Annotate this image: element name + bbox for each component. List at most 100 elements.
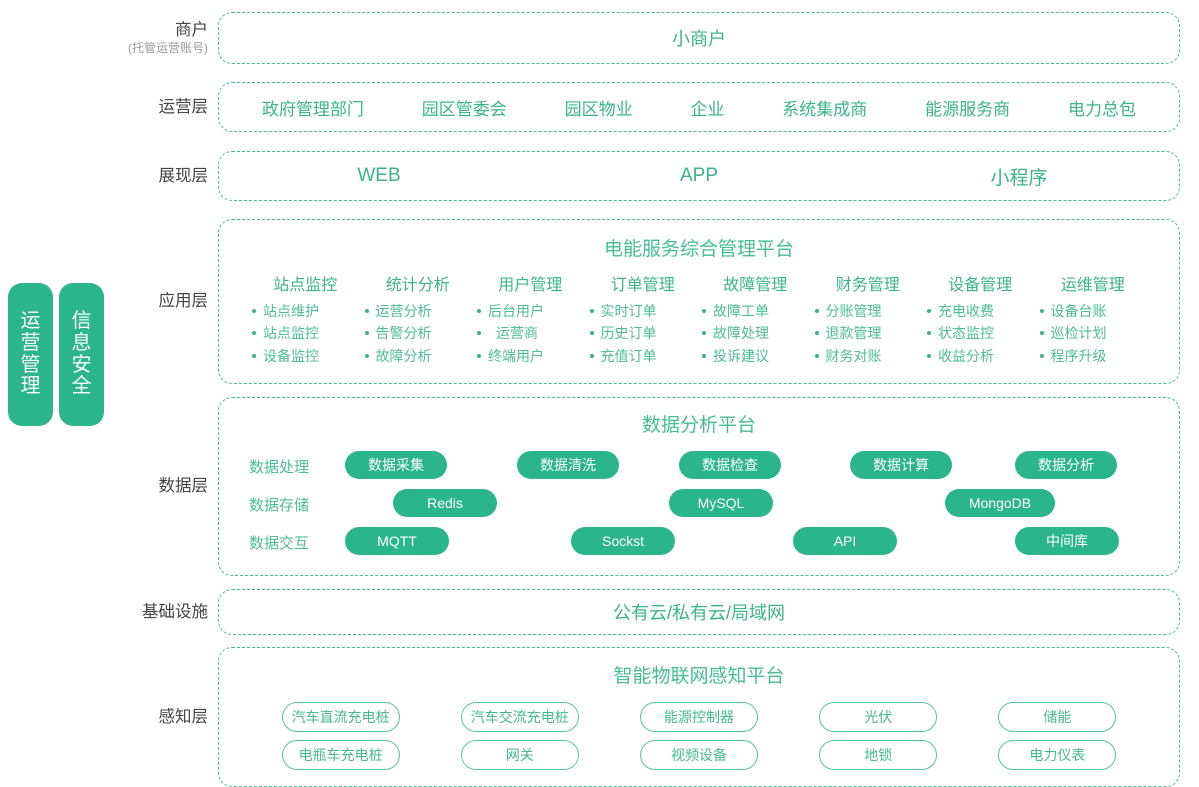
infrastructure-label: 公有云/私有云/局域网 [612, 603, 785, 624]
app-item: 后台用户 [474, 300, 587, 322]
data-pill: MongoDB [945, 489, 1055, 518]
app-item: 程序升级 [1037, 345, 1150, 367]
app-item: 故障分析 [362, 345, 475, 367]
app-column-fault-management: 故障管理 故障工单 故障处理 投诉建议 [699, 271, 812, 367]
row-application-layer: 应用层 电能服务综合管理平台 站点监控 站点维护 站点监控 设备监控 统计分析 … [0, 219, 1199, 385]
merchant-label: 小商户 [672, 29, 726, 49]
side-bar-label: 信息安全 [71, 310, 92, 398]
perception-grid: 汽车直流充电桩 电瓶车充电桩 汽车交流充电桩 网关 能源控制器 视频设备 光伏 … [235, 702, 1163, 771]
row-label-application-layer: 应用层 [0, 291, 218, 312]
app-item: 运营商 [474, 322, 587, 344]
perception-column-3: 能源控制器 视频设备 [609, 702, 788, 771]
merchant-box: 小商户 [218, 12, 1180, 64]
data-pill: 数据分析 [1015, 451, 1117, 480]
presentation-item-web: WEB [357, 165, 401, 186]
app-item: 告警分析 [362, 322, 475, 344]
data-layer-box: 数据分析平台 数据处理 数据采集 数据清洗 数据检查 数据计算 数据分析 数据存… [218, 397, 1180, 577]
row-label-infrastructure: 基础设施 [0, 602, 218, 623]
presentation-item-app: APP [679, 165, 719, 186]
perception-column-2: 汽车交流充电桩 网关 [430, 702, 609, 771]
data-track: MQTT Sockst API 中间库 [331, 523, 1149, 561]
app-column-head: 站点监控 [273, 277, 338, 294]
perception-pill-energy-controller: 能源控制器 [640, 702, 758, 733]
data-platform-title: 数据分析平台 [641, 415, 756, 437]
operation-item-power-contractor: 电力总包 [1067, 99, 1136, 119]
data-pill: 中间库 [1015, 527, 1119, 556]
data-row-storage: 数据存储 Redis MySQL MongoDB [249, 485, 1149, 523]
perception-column-5: 储能 电力仪表 [968, 702, 1147, 771]
data-track: 数据采集 数据清洗 数据检查 数据计算 数据分析 [331, 447, 1149, 485]
perception-pill-gateway: 网关 [460, 740, 579, 771]
row-label-presentation-layer: 展现层 [0, 166, 218, 187]
app-column-finance-management: 财务管理 分账管理 退款管理 财务对账 [812, 271, 925, 367]
data-pill: MQTT [345, 527, 449, 556]
side-bar-operations-management: 运营管理 [8, 283, 53, 426]
row-perception-layer: 感知层 智能物联网感知平台 汽车直流充电桩 电瓶车充电桩 汽车交流充电桩 网关 … [0, 647, 1199, 787]
app-column-head: 运维管理 [1060, 277, 1125, 294]
app-item: 站点监控 [249, 322, 362, 344]
app-column-head: 故障管理 [723, 277, 788, 294]
app-item: 故障处理 [699, 322, 812, 344]
application-layer-box: 电能服务综合管理平台 站点监控 站点维护 站点监控 设备监控 统计分析 运营分析… [218, 219, 1180, 385]
app-column-head: 设备管理 [948, 277, 1013, 294]
app-item: 充值订单 [587, 345, 700, 367]
operation-item-park-committee: 园区管委会 [421, 99, 507, 119]
data-row-processing: 数据处理 数据采集 数据清洗 数据检查 数据计算 数据分析 [249, 447, 1149, 485]
app-item: 状态监控 [924, 322, 1037, 344]
side-bars-group: 运营管理 信息安全 [8, 283, 104, 426]
row-label-data-layer: 数据层 [0, 476, 218, 497]
app-column-site-monitoring: 站点监控 站点维护 站点监控 设备监控 [249, 271, 362, 367]
app-item: 运营分析 [362, 300, 475, 322]
perception-layer-box: 智能物联网感知平台 汽车直流充电桩 电瓶车充电桩 汽车交流充电桩 网关 能源控制… [218, 647, 1180, 787]
perception-platform-title: 智能物联网感知平台 [613, 666, 785, 688]
row-label-text: 展现层 [158, 166, 209, 185]
row-label-text: 数据层 [158, 477, 209, 496]
perception-pill-ground-lock: 地锁 [819, 740, 938, 771]
operation-item-system-integrator: 系统集成商 [782, 99, 868, 119]
data-row-label: 数据处理 [249, 458, 310, 476]
row-data-layer: 数据层 数据分析平台 数据处理 数据采集 数据清洗 数据检查 数据计算 数据分析… [0, 397, 1199, 577]
app-item: 巡检计划 [1037, 322, 1150, 344]
infrastructure-box: 公有云/私有云/局域网 [218, 589, 1180, 636]
row-label-perception-layer: 感知层 [0, 707, 218, 728]
row-label-text: 感知层 [158, 707, 209, 726]
data-pill: Sockst [571, 527, 675, 556]
perception-pill-dc-charger: 汽车直流充电桩 [281, 702, 400, 733]
app-column-head: 订单管理 [610, 277, 675, 294]
perception-pill-ebike-charger: 电瓶车充电桩 [281, 740, 400, 771]
app-column-user-management: 用户管理 后台用户 运营商 终端用户 [474, 271, 587, 367]
data-track: Redis MySQL MongoDB [331, 485, 1149, 523]
perception-pill-photovoltaic: 光伏 [819, 702, 938, 733]
row-label-operation-layer: 运营层 [0, 97, 218, 118]
row-merchant: 商户 (托管运营账号) 小商户 [0, 12, 1199, 64]
app-column-operation-maintenance: 运维管理 设备台账 巡检计划 程序升级 [1037, 271, 1150, 367]
row-label-merchant: 商户 (托管运营账号) [0, 20, 218, 57]
app-column-statistical-analysis: 统计分析 运营分析 告警分析 故障分析 [362, 271, 475, 367]
data-pill: API [793, 527, 897, 556]
perception-column-4: 光伏 地锁 [789, 702, 968, 771]
app-column-head: 统计分析 [385, 277, 450, 294]
app-item: 终端用户 [474, 345, 587, 367]
app-item: 分账管理 [812, 300, 925, 322]
row-label-text: 应用层 [158, 292, 209, 311]
presentation-item-miniprogram: 小程序 [990, 167, 1048, 189]
row-label-text: 基础设施 [142, 602, 208, 621]
app-item: 历史订单 [587, 322, 700, 344]
row-sublabel-text: (托管运营账号) [128, 41, 208, 56]
row-infrastructure: 基础设施 公有云/私有云/局域网 [0, 589, 1199, 636]
app-column-head: 财务管理 [835, 277, 900, 294]
perception-pill-power-meter: 电力仪表 [998, 740, 1117, 771]
application-columns: 站点监控 站点维护 站点监控 设备监控 统计分析 运营分析 告警分析 故障分析 … [235, 271, 1163, 367]
row-label-text: 商户 [175, 20, 208, 39]
row-label-text: 运营层 [158, 97, 209, 116]
app-item: 投诉建议 [699, 345, 812, 367]
operation-item-enterprise: 企业 [690, 99, 725, 119]
row-presentation-layer: 展现层 WEB APP 小程序 [0, 151, 1199, 201]
data-pill: Redis [393, 489, 497, 518]
perception-pill-video-device: 视频设备 [640, 740, 758, 771]
data-row-interaction: 数据交互 MQTT Sockst API 中间库 [249, 523, 1149, 561]
app-column-head: 用户管理 [498, 277, 563, 294]
data-row-label: 数据交互 [249, 534, 310, 552]
perception-pill-ac-charger: 汽车交流充电桩 [460, 702, 579, 733]
